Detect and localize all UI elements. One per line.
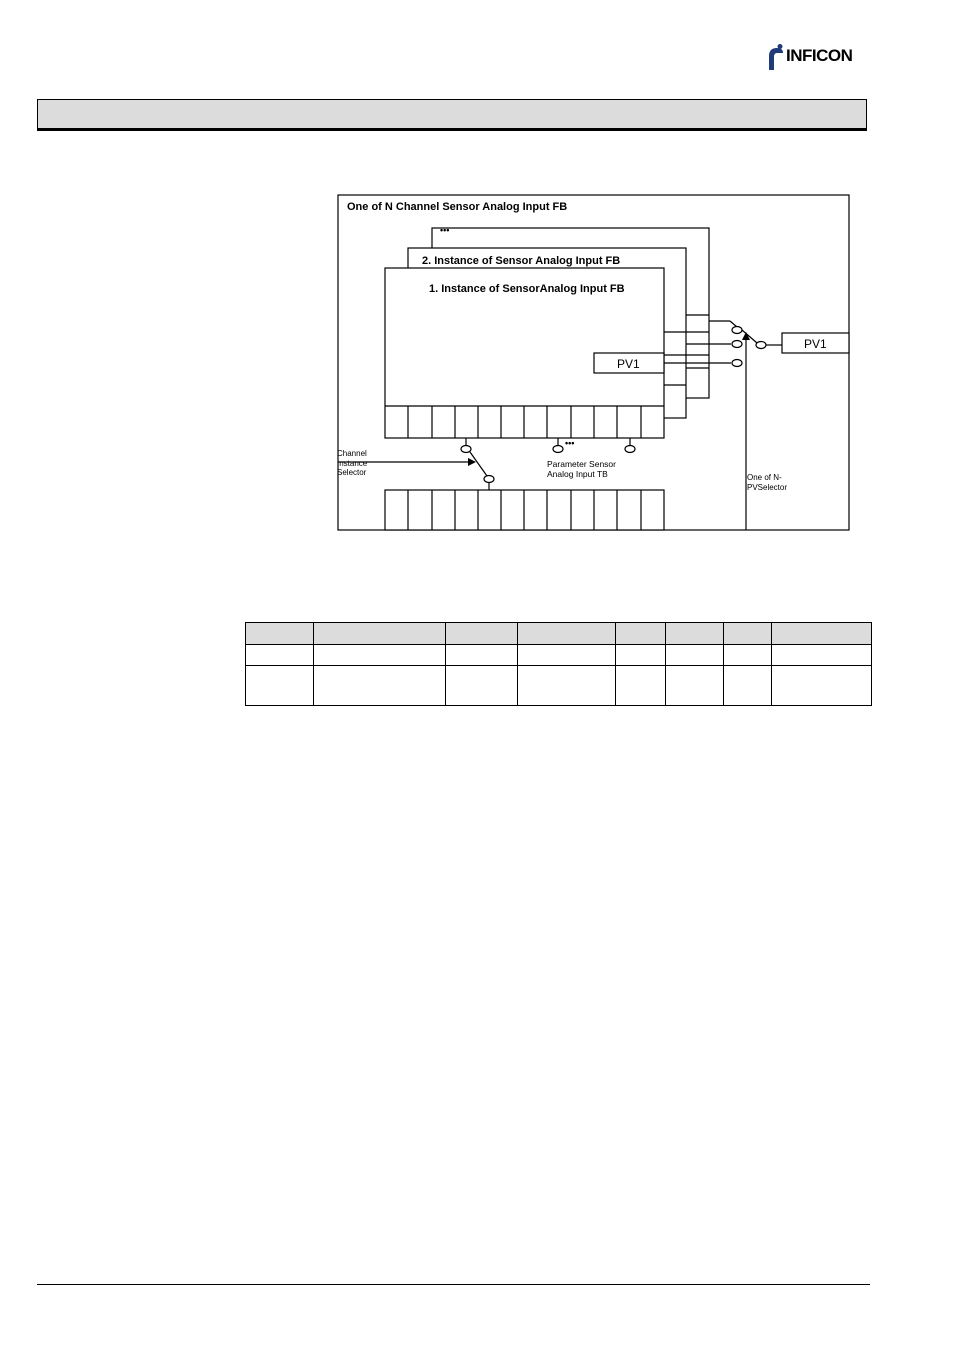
table-header-cell bbox=[313, 622, 446, 645]
instance-1-title: 1. Instance of SensorAnalog Input FB bbox=[429, 283, 625, 295]
pv1-output-label: PV1 bbox=[804, 337, 827, 351]
pv-switch-contact-2 bbox=[731, 339, 743, 349]
table-cell bbox=[771, 665, 872, 706]
table-row bbox=[245, 644, 872, 666]
table-cell bbox=[723, 644, 772, 666]
ellipsis-top: ••• bbox=[440, 225, 449, 235]
pv1-inner-label: PV1 bbox=[617, 357, 640, 371]
parameter-label-1: Parameter Sensor bbox=[547, 459, 616, 469]
table-header-cell bbox=[245, 622, 314, 645]
logo-text: INFICON bbox=[786, 46, 853, 65]
pv1-output-box bbox=[781, 332, 850, 354]
channel-switch-pivot bbox=[483, 474, 495, 484]
channel-switch-contact-3 bbox=[624, 444, 636, 454]
table-header-cell bbox=[445, 622, 518, 645]
table-cell bbox=[665, 665, 724, 706]
pv-switch-contact-3 bbox=[731, 358, 743, 368]
table-cell bbox=[245, 665, 314, 706]
instance-2-title: 2. Instance of Sensor Analog Input FB bbox=[422, 255, 620, 267]
footer-rule bbox=[37, 1284, 870, 1285]
instance-1-param-cells bbox=[407, 406, 642, 438]
table-cell bbox=[665, 644, 724, 666]
parameter-table bbox=[245, 622, 872, 706]
channel-switch-contact-1 bbox=[460, 444, 472, 454]
channel-selector-label-2: Instance bbox=[337, 459, 368, 468]
table-row bbox=[245, 665, 872, 706]
table-cell bbox=[245, 644, 314, 666]
table-cell bbox=[771, 644, 872, 666]
pv-selector-arrow bbox=[742, 332, 750, 340]
table-header-cell bbox=[723, 622, 772, 645]
table-cell bbox=[517, 644, 616, 666]
pv-selector-label-2: PVSelector bbox=[747, 483, 787, 492]
table-cell bbox=[313, 644, 446, 666]
pv-selector-label-1: One of N- bbox=[747, 473, 782, 482]
table-header-cell bbox=[615, 622, 666, 645]
table-cell bbox=[615, 644, 666, 666]
channel-switch-contact-2 bbox=[552, 444, 564, 454]
pv-switch-pivot bbox=[755, 340, 767, 350]
table-cell bbox=[445, 665, 518, 706]
channel-selector-label-3: Selector bbox=[337, 468, 367, 477]
outer-title: One of N Channel Sensor Analog Input FB bbox=[347, 201, 567, 213]
inficon-logo-icon bbox=[769, 44, 783, 70]
table-header-cell bbox=[665, 622, 724, 645]
table-cell bbox=[723, 665, 772, 706]
ellipsis-params: ••• bbox=[565, 438, 574, 448]
table-header-cell bbox=[517, 622, 616, 645]
table-cell bbox=[445, 644, 518, 666]
pv-switch-contact-1 bbox=[731, 325, 743, 335]
parameter-tb-cells bbox=[407, 490, 642, 530]
table-cell bbox=[615, 665, 666, 706]
section-header-bar bbox=[37, 99, 867, 129]
table-cell bbox=[517, 665, 616, 706]
inficon-logo: INFICON bbox=[766, 44, 870, 70]
channel-selector-arrow bbox=[468, 458, 476, 466]
parameter-label-2: Analog Input TB bbox=[547, 469, 608, 479]
table-header-row bbox=[245, 622, 872, 645]
channel-selector-label-1: Channel bbox=[337, 449, 367, 458]
table-cell bbox=[313, 665, 446, 706]
table-header-cell bbox=[771, 622, 872, 645]
